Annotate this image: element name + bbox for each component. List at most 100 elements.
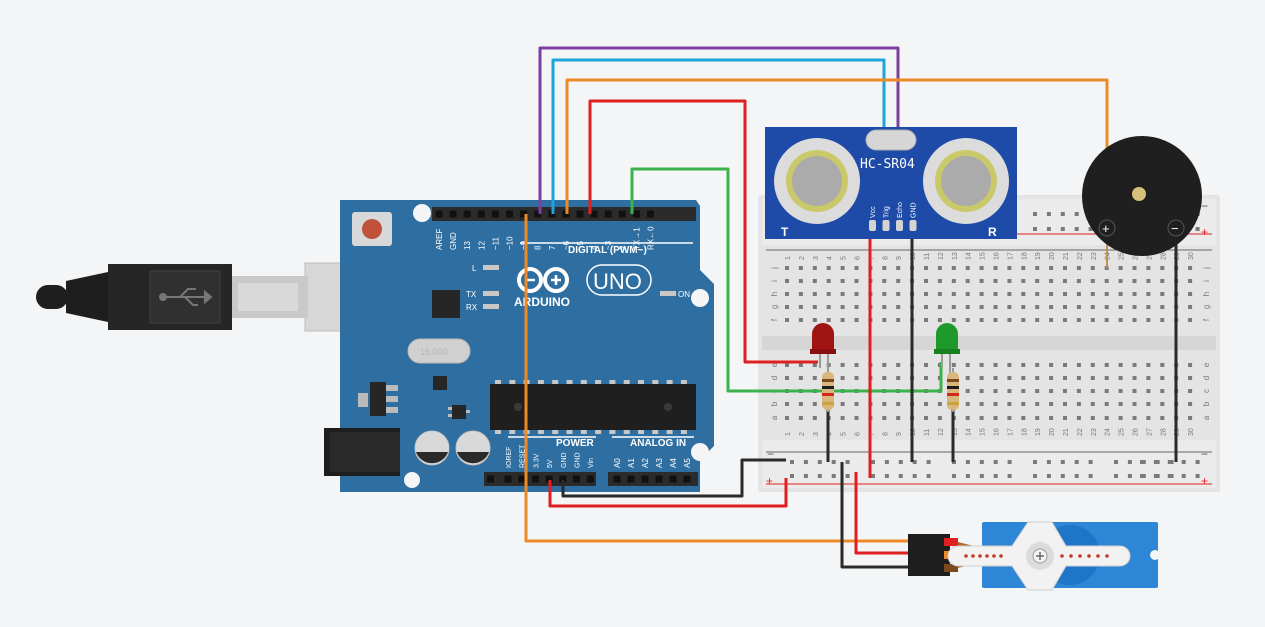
breadboard-hole[interactable] [965, 460, 970, 464]
breadboard-hole[interactable] [1153, 474, 1158, 478]
breadboard-hole[interactable] [1188, 318, 1193, 322]
breadboard-hole[interactable] [1146, 402, 1151, 406]
breadboard-hole[interactable] [845, 460, 850, 464]
breadboard-hole[interactable] [1146, 389, 1151, 393]
breadboard-hole[interactable] [937, 402, 942, 406]
breadboard-hole[interactable] [1021, 402, 1026, 406]
breadboard-hole[interactable] [1140, 474, 1144, 478]
breadboard-hole[interactable] [1021, 279, 1026, 283]
breadboard-hole[interactable] [1132, 279, 1137, 283]
breadboard-hole[interactable] [1074, 460, 1079, 464]
power-pin-hole[interactable] [545, 475, 553, 483]
breadboard-hole[interactable] [1021, 266, 1026, 270]
piezo-buzzer[interactable]: + − [1082, 136, 1202, 256]
breadboard-hole[interactable] [1160, 363, 1165, 367]
breadboard-hole[interactable] [1188, 292, 1193, 296]
breadboard-hole[interactable] [979, 292, 984, 296]
breadboard-hole[interactable] [1118, 416, 1123, 420]
breadboard-hole[interactable] [884, 460, 889, 464]
breadboard-hole[interactable] [882, 402, 887, 406]
breadboard-hole[interactable] [965, 402, 970, 406]
breadboard-hole[interactable] [826, 266, 831, 270]
breadboard-hole[interactable] [1063, 416, 1067, 420]
breadboard-hole[interactable] [937, 279, 942, 283]
breadboard-hole[interactable] [1076, 416, 1081, 420]
breadboard-hole[interactable] [979, 389, 984, 393]
breadboard-hole[interactable] [951, 266, 956, 270]
digital-pin-hole[interactable] [618, 210, 626, 218]
breadboard-hole[interactable] [1035, 376, 1040, 380]
breadboard-hole[interactable] [993, 402, 998, 406]
power-pin-hole[interactable] [518, 475, 526, 483]
breadboard-hole[interactable] [840, 305, 845, 309]
breadboard-hole[interactable] [952, 474, 956, 478]
breadboard-hole[interactable] [1035, 279, 1040, 283]
breadboard-hole[interactable] [1195, 474, 1200, 478]
usb-cable[interactable] [36, 262, 394, 332]
breadboard-hole[interactable] [785, 266, 789, 270]
breadboard-hole[interactable] [1104, 376, 1109, 380]
breadboard-hole[interactable] [1063, 292, 1067, 296]
digital-pin-hole[interactable] [590, 210, 598, 218]
breadboard-hole[interactable] [798, 279, 803, 283]
breadboard-hole[interactable] [979, 402, 984, 406]
breadboard-hole[interactable] [979, 318, 984, 322]
breadboard-hole[interactable] [1007, 305, 1012, 309]
breadboard-hole[interactable] [993, 474, 998, 478]
breadboard-hole[interactable] [912, 460, 917, 464]
digital-pin-hole[interactable] [449, 210, 457, 218]
breadboard-hole[interactable] [965, 474, 970, 478]
reset-button[interactable] [352, 212, 392, 246]
breadboard-hole[interactable] [1146, 279, 1151, 283]
breadboard-hole[interactable] [924, 279, 928, 283]
breadboard-hole[interactable] [979, 279, 984, 283]
breadboard-hole[interactable] [812, 305, 817, 309]
power-header[interactable] [484, 472, 596, 486]
resistor[interactable] [822, 368, 834, 412]
breadboard-hole[interactable] [854, 363, 859, 367]
breadboard-hole[interactable] [1076, 389, 1081, 393]
breadboard-hole[interactable] [1046, 212, 1051, 216]
breadboard-hole[interactable] [854, 279, 859, 283]
breadboard-hole[interactable] [1090, 266, 1095, 270]
breadboard-hole[interactable] [882, 305, 887, 309]
breadboard-hole[interactable] [790, 474, 794, 478]
breadboard-hole[interactable] [845, 474, 850, 478]
breadboard-hole[interactable] [1132, 389, 1137, 393]
breadboard-hole[interactable] [1049, 363, 1054, 367]
breadboard-hole[interactable] [1090, 376, 1095, 380]
breadboard-hole[interactable] [840, 363, 845, 367]
breadboard-hole[interactable] [854, 416, 859, 420]
breadboard-hole[interactable] [1060, 227, 1065, 231]
breadboard-hole[interactable] [882, 416, 887, 420]
breadboard-hole[interactable] [803, 474, 808, 478]
breadboard-hole[interactable] [1127, 474, 1132, 478]
breadboard-hole[interactable] [1160, 279, 1165, 283]
breadboard-hole[interactable] [826, 292, 831, 296]
breadboard-hole[interactable] [924, 305, 928, 309]
breadboard-hole[interactable] [1063, 363, 1067, 367]
breadboard-hole[interactable] [1118, 389, 1123, 393]
analog-pin-hole[interactable] [683, 475, 691, 483]
wire-orange-servo[interactable] [524, 214, 918, 543]
breadboard-hole[interactable] [817, 460, 822, 464]
breadboard-hole[interactable] [1090, 292, 1095, 296]
breadboard-hole[interactable] [1021, 376, 1026, 380]
breadboard-hole[interactable] [993, 305, 998, 309]
breadboard-hole[interactable] [1049, 376, 1054, 380]
breadboard-hole[interactable] [1076, 376, 1081, 380]
breadboard-hole[interactable] [1021, 305, 1026, 309]
breadboard-hole[interactable] [1090, 389, 1095, 393]
breadboard-hole[interactable] [965, 416, 970, 420]
wire-black-gnd[interactable] [561, 458, 786, 498]
breadboard-hole[interactable] [1188, 376, 1193, 380]
breadboard-hole[interactable] [1132, 416, 1137, 420]
breadboard-hole[interactable] [1007, 292, 1012, 296]
breadboard-hole[interactable] [924, 416, 928, 420]
analog-pin-hole[interactable] [613, 475, 621, 483]
digital-pin-hole[interactable] [604, 210, 612, 218]
breadboard-hole[interactable] [1007, 389, 1012, 393]
breadboard-hole[interactable] [1076, 305, 1081, 309]
breadboard-hole[interactable] [1153, 460, 1158, 464]
